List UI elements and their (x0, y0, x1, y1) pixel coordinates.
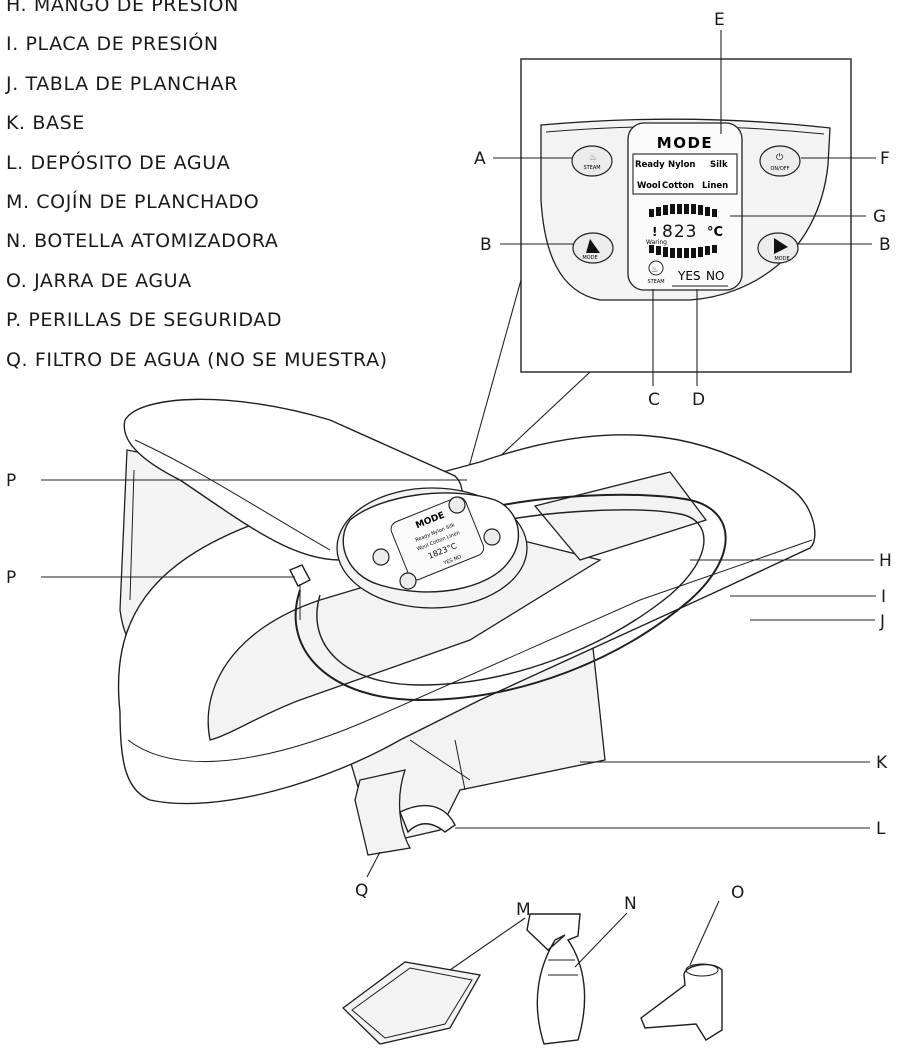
temp-digits: 823 (662, 222, 697, 242)
heating-plate (533, 471, 708, 561)
callout-d: D (692, 390, 705, 410)
spray-bottle (526, 913, 586, 1045)
fabric-grid (632, 153, 738, 195)
callout-leaders (41, 479, 876, 971)
arrow-down-icon (586, 239, 600, 253)
callout-b-left: B (480, 235, 492, 255)
steam-icon: ♨ (589, 153, 597, 163)
arrow-up-icon (774, 238, 788, 254)
steam-button[interactable] (571, 145, 613, 177)
board-inner-window (207, 539, 602, 741)
callout-o: O (731, 883, 744, 903)
callout-f: F (880, 149, 890, 169)
fabric-nylon: Nylon (668, 160, 695, 170)
pressure-handle (294, 493, 727, 702)
callout-k: K (876, 753, 888, 773)
mode-right-label: MODE (774, 256, 789, 262)
steam-press: MODE Ready Nylon Silk Wool Cotton Linen … (117, 398, 816, 856)
fabric-silk: Silk (710, 160, 728, 170)
part-j: J. TABLA DE PLANCHAR (6, 72, 239, 95)
warning-label: Waring (646, 239, 667, 246)
onoff-button[interactable] (759, 145, 801, 177)
part-h: H. MANGO DE PRESIÓN (6, 0, 239, 16)
part-m: M. COJÍN DE PLANCHADO (6, 190, 260, 213)
callout-i: I (881, 587, 886, 607)
steam-button-label: STEAM (583, 165, 600, 171)
fabric-cotton: Cotton (662, 181, 694, 191)
mini-mode-up-button[interactable] (483, 528, 501, 546)
part-l: L. DEPÓSITO DE AGUA (6, 151, 231, 174)
accessories (341, 913, 723, 1045)
safety-knob (289, 564, 311, 587)
mini-panel-display: MODE Ready Nylon Silk Wool Cotton Linen … (390, 496, 485, 581)
no-label: NO (706, 269, 724, 283)
callout-c: C (648, 390, 660, 410)
callout-h: H (879, 551, 892, 571)
steam-indicator (648, 260, 664, 276)
water-jug (640, 963, 723, 1041)
callout-p-lower: P (6, 568, 16, 588)
zoom-line-left (461, 279, 522, 493)
onoff-button-label: ON/OFF (770, 166, 789, 172)
callout-a: A (474, 149, 486, 169)
steam-indicator-label: STEAM (647, 279, 664, 285)
mini-onoff-button[interactable] (448, 496, 466, 514)
callout-e: E (714, 10, 725, 30)
part-p: P. PERILLAS DE SEGURIDAD (6, 309, 283, 332)
part-i: I. PLACA DE PRESIÓN (6, 33, 219, 56)
callout-j: J (879, 612, 885, 632)
part-o: O. JARRA DE AGUA (6, 269, 192, 292)
part-k: K. BASE (6, 112, 85, 135)
callout-g: G (873, 207, 886, 227)
part-n: N. BOTELLA ATOMIZADORA (6, 230, 279, 253)
callout-l: L (876, 819, 886, 839)
callout-p-upper: P (6, 471, 16, 491)
led-arc-top (649, 204, 717, 217)
mini-steam-button[interactable] (372, 548, 390, 566)
fabric-ready: Ready (635, 160, 665, 170)
fabric-wool: Wool (637, 181, 661, 191)
panel-mode-title: MODE (657, 134, 713, 152)
temp-unit: °C (707, 225, 723, 240)
fabric-linen: Linen (702, 181, 728, 191)
control-panel-inset: MODE Ready Nylon Silk Wool Cotton Linen (493, 30, 876, 386)
part-q: Q. FILTRO DE AGUA (NO SE MUESTRA) (6, 348, 388, 371)
callout-m: M (516, 900, 531, 920)
callout-q: Q (355, 881, 368, 901)
callout-n: N (624, 894, 637, 914)
yes-label: YES (677, 269, 701, 283)
callout-b-right: B (879, 235, 891, 255)
mode-left-label: MODE (582, 255, 597, 261)
mini-mode-down-button[interactable] (399, 572, 417, 590)
warning-mark: ! (652, 225, 657, 239)
power-icon: ⏻ (776, 152, 783, 163)
steam-indicator-icon: ♨ (651, 265, 658, 274)
led-arc-bottom (649, 245, 717, 258)
tank-cap (399, 804, 456, 834)
water-tank (354, 769, 412, 856)
parts-list: H. MANGO DE PRESIÓN I. PLACA DE PRESIÓN … (6, 0, 388, 380)
